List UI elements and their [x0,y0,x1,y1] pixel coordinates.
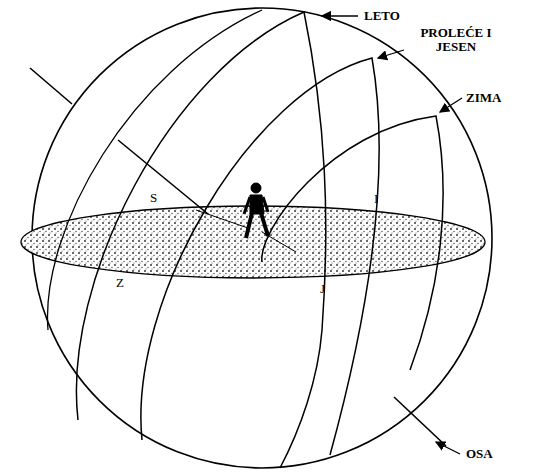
axis [394,397,446,446]
season-label: PROLEĆE I JESEN [408,26,504,53]
horizon-plane [21,206,485,278]
season-label: ZIMA [466,91,501,105]
equinox-sun-path [141,58,379,455]
back-arc [48,10,262,330]
direction-letter: I [374,192,378,206]
axis [30,68,72,104]
axis-label: OSA [466,447,493,461]
sight-line [196,210,248,228]
season-label: LETO [364,9,400,23]
direction-letter: Z [116,276,124,290]
summer-sun-path [76,12,325,468]
direction-letter: S [150,191,157,205]
observer-figure [244,183,268,238]
leader-arrow [322,15,358,16]
winter-sun-path [262,116,443,370]
leader-arrow [378,50,404,58]
direction-letter: J [320,282,325,296]
leader-arrow [436,442,460,454]
leader-arrow [440,98,462,112]
axis [118,140,208,214]
